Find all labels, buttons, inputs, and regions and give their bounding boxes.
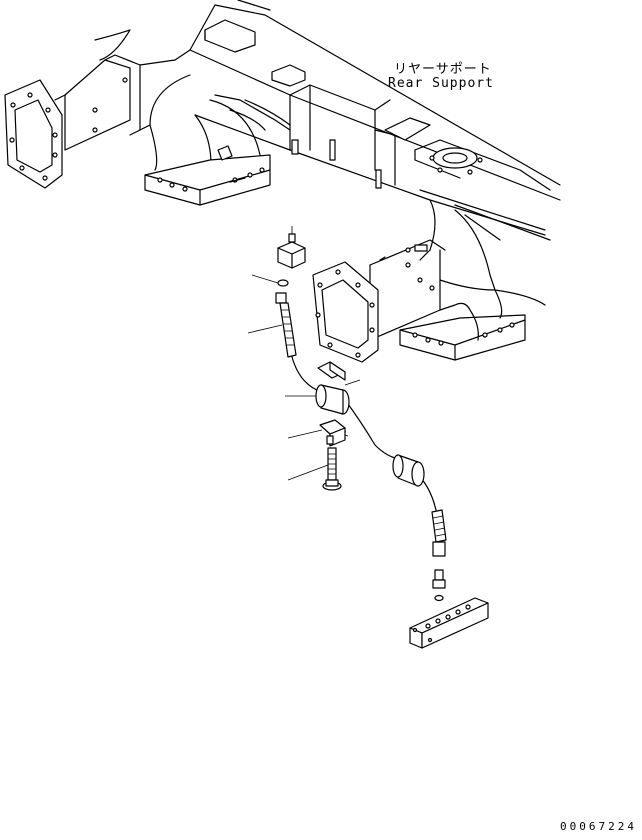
bracket-upper	[317, 361, 361, 386]
hose-clamp-lower	[392, 454, 425, 487]
drawing-number: 00067224	[560, 820, 637, 833]
bracket-lower	[319, 419, 346, 447]
upper-left-arm	[4, 29, 191, 189]
sensor-block	[277, 226, 306, 269]
hose-assembly	[275, 292, 447, 557]
o-ring	[277, 279, 289, 287]
fitting	[432, 569, 446, 602]
lower-right-arm	[312, 199, 546, 363]
part-name-jp: リヤーサポート	[394, 62, 492, 77]
leader-lines	[247, 274, 329, 481]
hose-clamp-upper	[315, 384, 350, 415]
terminal-block	[409, 597, 489, 649]
upper-foot	[144, 99, 271, 206]
part-name-en: Rear Support	[388, 76, 494, 91]
main-frame-beam	[174, 0, 561, 241]
bolt	[322, 447, 342, 491]
